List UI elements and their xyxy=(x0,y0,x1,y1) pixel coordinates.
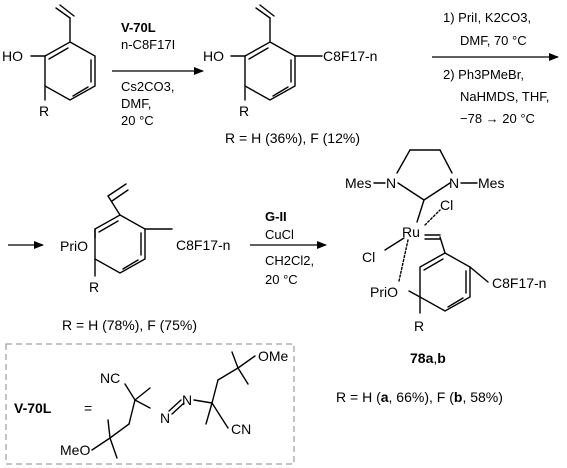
reagent-perfluoroiodide: n-C8F17I xyxy=(121,37,175,52)
yield-mid: , 66%), F ( xyxy=(389,389,455,405)
equals-sign: = xyxy=(84,400,92,416)
step2-reagents-2c: −78 → 20 °C xyxy=(460,111,535,126)
v70l-label: V-70L xyxy=(14,400,52,416)
hoveyda-grubbs-catalyst: N N Mes Mes Ru Cl Cl PriO R C8F17-n xyxy=(345,149,546,334)
substituent-r-label: R xyxy=(39,103,49,119)
yield-prefix: R = H ( xyxy=(336,389,381,405)
step2-reagents-1b: DMF, 70 °C xyxy=(460,33,527,48)
starting-aldehyde: HO R xyxy=(2,4,96,119)
hydroxyl-label: HO xyxy=(203,48,224,64)
yield-b: b xyxy=(454,389,463,405)
mesityl-label: Mes xyxy=(345,175,371,191)
step2-reagents-2: 2) Ph3PMeBr, xyxy=(443,67,524,82)
reagent-temperature: 20 °C xyxy=(265,272,298,287)
reagent-base: Cs2CO3, xyxy=(121,79,174,94)
product-yield: R = H (a, 66%), F (b, 58%) xyxy=(336,389,503,405)
reagent-solvent: CH2Cl2, xyxy=(265,253,314,268)
substituent-r-label: R xyxy=(239,103,249,119)
reagent-v70l: V-70L xyxy=(121,20,156,35)
isopropoxy-label: PriO xyxy=(370,284,398,300)
isopropoxy-label: PriO xyxy=(60,238,88,254)
product-label-sep: , xyxy=(433,350,437,366)
reagent-temperature: 20 °C xyxy=(121,113,154,128)
chloride-label: Cl xyxy=(440,197,453,213)
perfluorooctyl-label: C8F17-n xyxy=(323,48,377,64)
nitrogen-label: N xyxy=(386,175,396,191)
nitrogen-label: N xyxy=(182,392,192,408)
v70l-structure: V-70L = NC MeO N N CN OMe xyxy=(14,348,289,459)
product-label-main: 78a xyxy=(410,350,434,366)
yield-a: a xyxy=(381,389,389,405)
step2-reagents-2b: NaHMDS, THF, xyxy=(460,89,549,104)
step2-reagents-1: 1) PriI, K2CO3, xyxy=(443,10,531,25)
styrene-ether: PriO R C8F17-n xyxy=(60,183,230,295)
perfluorooctyl-label: C8F17-n xyxy=(492,275,546,291)
step1-yield: R = H (36%), F (12%) xyxy=(225,130,360,146)
substituent-r-label: R xyxy=(414,318,424,334)
perfluoroalkyl-aldehyde: HO R C8F17-n xyxy=(203,4,377,119)
product-label: 78a,b xyxy=(410,350,446,366)
ruthenium-label: Ru xyxy=(402,224,420,240)
hydroxyl-label: HO xyxy=(2,48,23,64)
mesityl-label: Mes xyxy=(478,175,504,191)
nitrile-label: NC xyxy=(100,370,120,386)
step2-yield: R = H (78%), F (75%) xyxy=(62,317,197,333)
nitrile-label: CN xyxy=(231,421,251,437)
yield-end: , 58%) xyxy=(462,389,502,405)
product-label-b: b xyxy=(437,350,446,366)
nitrogen-label: N xyxy=(449,175,459,191)
methoxy-label: MeO xyxy=(60,442,90,458)
chloride-label: Cl xyxy=(362,249,375,265)
substituent-r-label: R xyxy=(89,279,99,295)
methoxy-label: OMe xyxy=(258,348,289,364)
reagent-grubbs-ii: G-II xyxy=(265,209,287,224)
nitrogen-label: N xyxy=(160,410,170,426)
perfluorooctyl-label: C8F17-n xyxy=(176,237,230,253)
reagent-solvent: DMF, xyxy=(121,96,151,111)
v70l-definition-box xyxy=(5,343,295,465)
reagent-cucl: CuCl xyxy=(265,227,294,242)
